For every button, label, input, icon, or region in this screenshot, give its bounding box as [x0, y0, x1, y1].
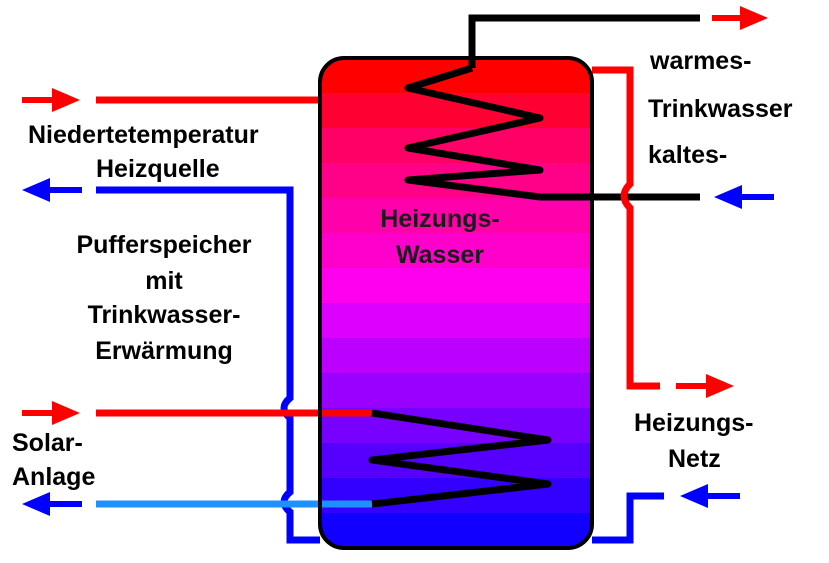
- heat-source-label-line2: Heizquelle: [96, 155, 220, 183]
- upper-coil: [404, 64, 544, 201]
- heating-network-label-line2: Netz: [668, 445, 721, 473]
- solar-label-line1: Solar-: [12, 429, 83, 457]
- tank-band: [320, 233, 592, 269]
- arrow-right-icon: [712, 6, 768, 30]
- arrow-left-icon: [22, 492, 82, 516]
- warm-water-label-line2: Trinkwasser: [648, 95, 793, 123]
- warm-water-pipe: [468, 14, 700, 68]
- arrow-right-icon: [676, 374, 734, 398]
- buffer-label-line4: Erwärmung: [95, 337, 233, 365]
- lower-coil: [368, 409, 552, 508]
- buffer-label-line1: Pufferspeicher: [76, 231, 252, 259]
- tank-band: [320, 303, 592, 339]
- arrow-left-icon: [22, 178, 82, 202]
- arrow-left-icon: [680, 484, 740, 508]
- tank-band: [320, 198, 592, 234]
- cold-water-label: kaltes-: [648, 141, 728, 169]
- heat-source-label-line1: Niedertetemperatur: [28, 121, 259, 149]
- tank-label-line2: Wasser: [395, 241, 484, 269]
- tank-gradient: [320, 58, 592, 548]
- arrow-right-icon: [22, 401, 80, 425]
- buffer-tank: [318, 56, 594, 550]
- arrow-right-icon: [22, 88, 80, 112]
- tank-band: [320, 163, 592, 199]
- heating-network-label-line1: Heizungs-: [634, 409, 754, 437]
- tank-label-line1: Heizungs-: [380, 205, 500, 233]
- warm-water-label-line1: warmes-: [650, 47, 752, 75]
- solar-label-line2: Anlage: [12, 463, 96, 491]
- buffer-label-line3: Trinkwasser-: [87, 301, 241, 329]
- tank-band: [320, 513, 592, 548]
- buffer-label-line2: mit: [145, 267, 183, 295]
- heating-network-supply-pipe: [592, 66, 660, 390]
- arrow-left-icon: [714, 185, 774, 209]
- tank-band: [320, 373, 592, 409]
- heating-network-return-pipe: [592, 492, 664, 544]
- heat-source-return-pipe: [96, 186, 320, 544]
- tank-band: [320, 268, 592, 304]
- tank-band: [320, 338, 592, 374]
